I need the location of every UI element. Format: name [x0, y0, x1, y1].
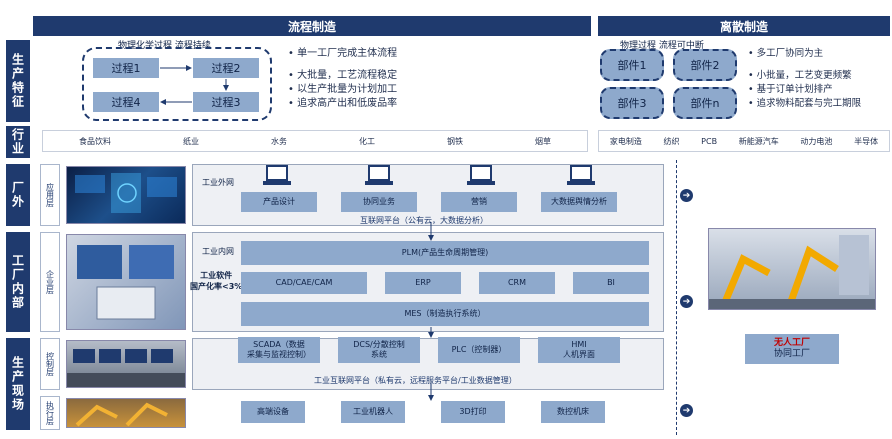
cad-box: CAD/CAE/CAM — [241, 272, 367, 294]
process-2: 过程2 — [193, 58, 259, 78]
laptop-icon — [566, 164, 596, 192]
industry-item: 水务 — [271, 136, 287, 146]
flow-header: 流程制造 — [33, 16, 591, 36]
industry-item: PCB — [701, 136, 718, 146]
unmanned-factory-label: 无人工厂 — [773, 338, 810, 348]
crm-box: CRM — [479, 272, 555, 294]
control-room-image — [66, 340, 186, 388]
industry-row-flow: 食品饮料 纸业 水务 化工 钢铁 烟草 — [42, 130, 588, 152]
laptop-icon — [466, 164, 496, 192]
dashboard-image — [66, 166, 186, 224]
scada-box: SCADA（数据 采集与监视控制） — [238, 337, 320, 363]
flow-bullets: 单一工厂完成主体流程 大批量，工艺流程稳定 以生产批量为计划加工 追求高产出和低… — [288, 47, 588, 111]
app-item-collaboration: 协同业务 — [341, 192, 417, 212]
industry-item: 化工 — [359, 136, 375, 146]
sublayer-exec: 执行层 — [40, 396, 60, 430]
laptop-icon — [364, 164, 394, 192]
discrete-caption: 物理过程 流程可中断 — [620, 41, 704, 51]
robot-arm-image — [66, 398, 186, 428]
industry-item: 纸业 — [183, 136, 199, 146]
dcs-box: DCS/分散控制 系统 — [338, 337, 420, 363]
discrete-bullet: 小批量，工艺变更频繁 — [748, 69, 890, 83]
process-arrows — [160, 65, 229, 105]
vertical-connector — [428, 222, 434, 401]
factory-robots-image — [708, 228, 876, 310]
exec-cnc-machine: 数控机床 — [541, 401, 605, 423]
part-3: 部件3 — [600, 87, 664, 119]
process-3: 过程3 — [193, 92, 259, 112]
flow-bullet: 追求高产出和低废品率 — [288, 97, 588, 111]
app-item-product-design: 产品设计 — [241, 192, 317, 212]
sublayer-app: 应用层 — [40, 164, 60, 226]
bi-box: BI — [573, 272, 649, 294]
side-prod-features: 生产特征 — [6, 40, 30, 122]
app-item-bigdata: 大数据舆情分析 — [541, 192, 617, 212]
exec-high-end-equipment: 高端设备 — [241, 401, 305, 423]
collaborative-factory-label: 协同工厂 — [773, 349, 810, 359]
industry-item: 新能源汽车 — [738, 136, 779, 146]
external-network-label: 工业外网 — [202, 178, 234, 187]
exec-industrial-robot: 工业机器人 — [341, 401, 405, 423]
side-industry: 行业 — [6, 126, 30, 158]
app-item-marketing: 营销 — [441, 192, 517, 212]
arrow-circle-icon: ➔ — [680, 404, 693, 417]
industrial-platform-label: 工业互联网平台（私有云，远程服务平台/工业数据管理） — [314, 376, 517, 385]
side-site: 生产现场 — [6, 338, 30, 430]
industry-item: 半导体 — [854, 136, 879, 146]
industry-item: 动力电池 — [800, 136, 833, 146]
flow-bullet: 单一工厂完成主体流程 — [288, 47, 588, 61]
process-4: 过程4 — [93, 92, 159, 112]
flow-caption: 物理化学过程 流程持续 — [118, 41, 211, 51]
discrete-header: 离散制造 — [598, 16, 890, 36]
laptop-icon — [262, 164, 292, 192]
discrete-bullet: 追求物料配套与完工期限 — [748, 97, 890, 111]
flow-bullet: 大批量，工艺流程稳定 — [288, 69, 588, 83]
mes-box: MES（制造执行系统） — [241, 302, 649, 326]
flow-process-group — [82, 47, 272, 121]
flow-bullet: 以生产批量为计划加工 — [288, 83, 588, 97]
discrete-bullet: 多工厂协同为主 — [748, 47, 890, 61]
internal-network-label: 工业内网 — [202, 247, 234, 256]
side-inside: 工厂内部 — [6, 232, 30, 332]
process-1: 过程1 — [93, 58, 159, 78]
arrow-circle-icon: ➔ — [680, 295, 693, 308]
plm-box: PLM(产品生命周期管理) — [241, 241, 649, 265]
discrete-bullets: 多工厂协同为主 小批量，工艺变更频繁 基于订单计划排产 追求物料配套与完工期限 — [748, 47, 890, 111]
unmanned-factory-box: 无人工厂 协同工厂 — [745, 334, 839, 364]
arrow-circle-icon: ➔ — [680, 189, 693, 202]
cad-software-image — [66, 234, 186, 330]
part-2: 部件2 — [673, 49, 737, 81]
software-note: 工业软件 国产化率<3% — [190, 271, 243, 291]
industry-item: 纺织 — [663, 136, 680, 146]
industry-item: 食品饮料 — [79, 136, 111, 146]
right-panel-divider — [676, 160, 677, 435]
industry-row-discrete: 家电制造 纺织 PCB 新能源汽车 动力电池 半导体 — [598, 130, 890, 152]
industry-item: 烟草 — [535, 136, 551, 146]
hmi-box: HMI 人机界面 — [538, 337, 620, 363]
industry-item: 家电制造 — [609, 136, 642, 146]
sublayer-enterprise: 企业层 — [40, 232, 60, 332]
industry-item: 钢铁 — [447, 136, 463, 146]
side-outside: 厂外 — [6, 164, 30, 226]
part-1: 部件1 — [600, 49, 664, 81]
plc-box: PLC（控制器） — [438, 337, 520, 363]
discrete-bullet: 基于订单计划排产 — [748, 83, 890, 97]
exec-3d-printing: 3D打印 — [441, 401, 505, 423]
sublayer-control: 控制层 — [40, 338, 60, 390]
part-n: 部件n — [673, 87, 737, 119]
erp-box: ERP — [385, 272, 461, 294]
internet-platform-label: 互联网平台（公有云，大数据分析） — [360, 216, 488, 225]
